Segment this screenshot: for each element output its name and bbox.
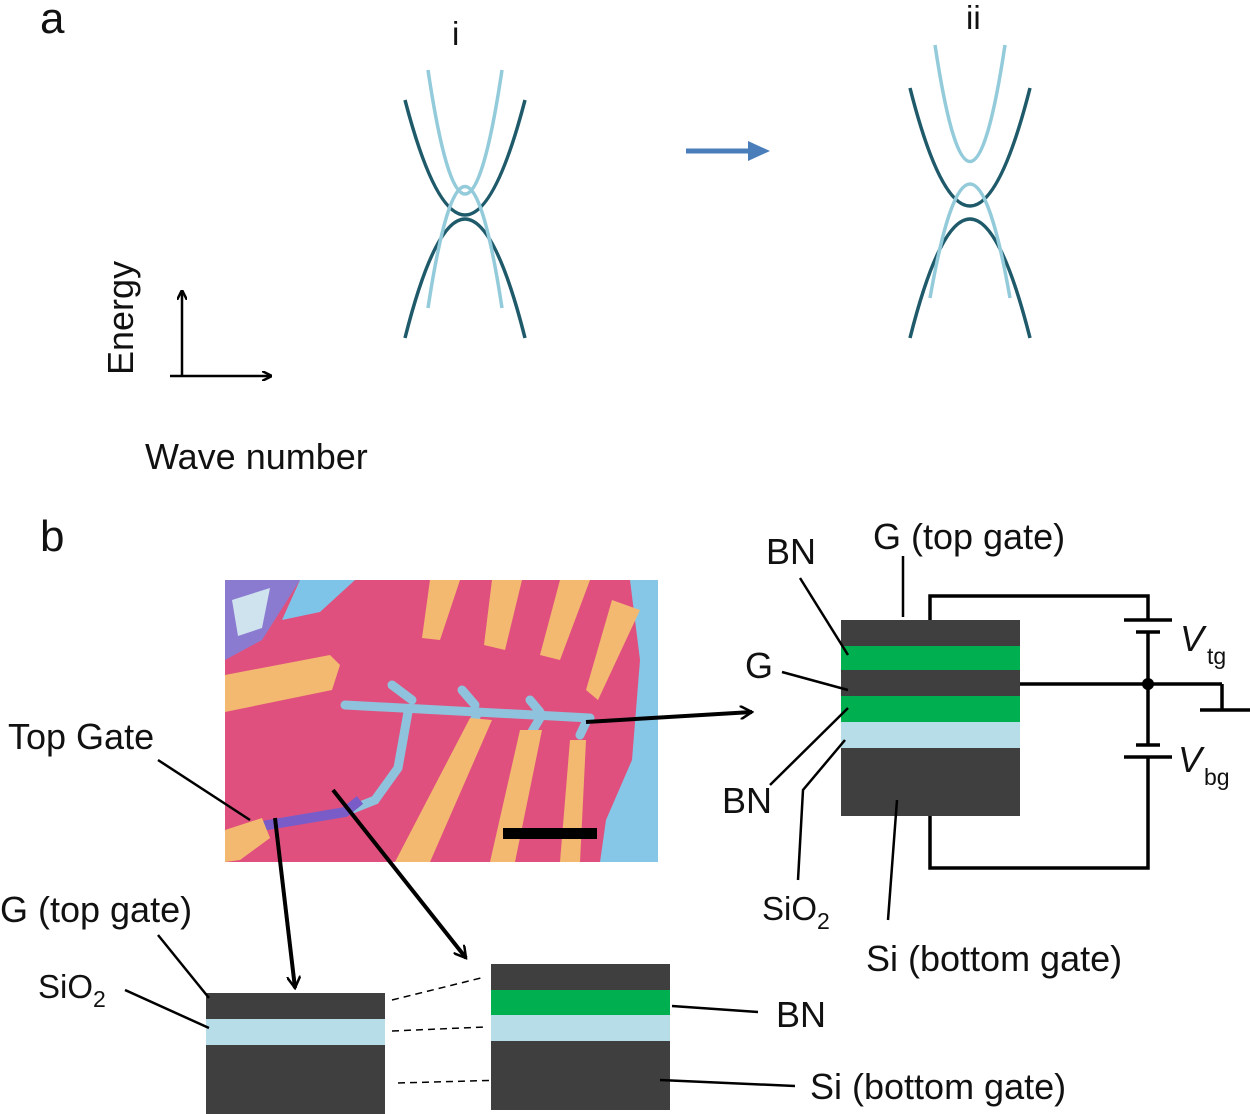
v-bg-subscript: bg [1204, 764, 1230, 790]
left-top-gate-label: G (top gate) [0, 889, 192, 930]
right-graphene-label: G [745, 645, 773, 686]
left-layer-stack [206, 993, 385, 1114]
right-si-label: Si (bottom gate) [866, 938, 1122, 979]
right-bn-lower-label: BN [722, 780, 772, 821]
energy-axis-label: Energy [100, 261, 141, 375]
right-label-pointers [769, 556, 905, 921]
band-diagram-i [403, 69, 527, 339]
right-bn-upper-label: BN [766, 531, 816, 572]
panel-a-letter: a [40, 0, 65, 43]
middle-layer-stack [491, 964, 670, 1110]
v-tg-symbol: V [1180, 618, 1207, 659]
right-sio2-label: SiO2 [762, 890, 830, 934]
top-gate-label: Top Gate [8, 716, 154, 757]
alignment-dashes [391, 976, 506, 1084]
wave-number-axis-label: Wave number [145, 436, 368, 477]
middle-label-pointers [659, 1004, 796, 1088]
energy-wavenumber-axes [170, 292, 270, 376]
band-diagram-ii [908, 44, 1032, 339]
left-label-pointers [124, 934, 210, 1030]
right-top-gate-label: G (top gate) [873, 516, 1065, 557]
device-micrograph [225, 580, 658, 862]
middle-bn-label: BN [776, 994, 826, 1035]
scale-bar [503, 828, 597, 839]
state-ii-label: ii [966, 0, 981, 36]
left-sio2-label: SiO2 [38, 968, 106, 1012]
right-layer-stack [841, 620, 1020, 816]
v-bg-symbol: V [1178, 739, 1205, 780]
micrograph-arrows [273, 712, 752, 988]
top-gate-pointer [157, 758, 251, 822]
transition-arrow [686, 141, 770, 161]
v-tg-subscript: tg [1207, 643, 1226, 669]
panel-b-letter: b [40, 512, 64, 561]
state-i-label: i [452, 15, 459, 52]
circuit-node [1142, 678, 1154, 690]
middle-si-label: Si (bottom gate) [810, 1066, 1066, 1107]
